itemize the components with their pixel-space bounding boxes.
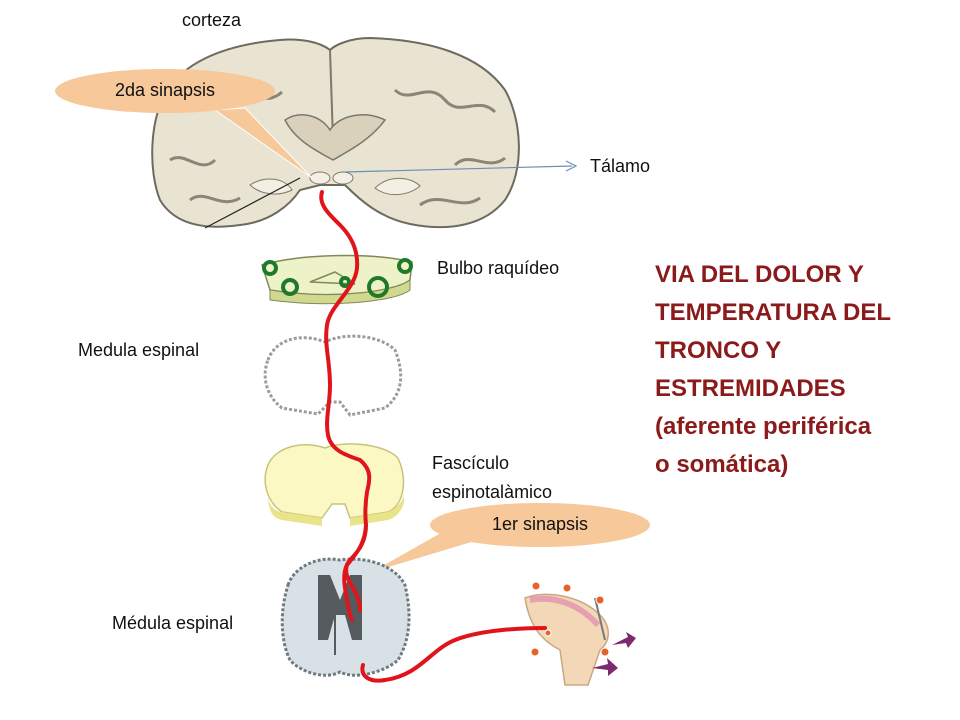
title-line: ESTREMIDADES	[655, 375, 846, 402]
callout-2da-sinapsis	[55, 69, 313, 179]
medula-lower-section	[280, 557, 411, 677]
arrow-icon	[612, 632, 636, 648]
nuclei	[262, 258, 413, 298]
knee-illustration	[524, 581, 636, 686]
fasciculo-section	[264, 443, 405, 526]
title-line: VIA DEL DOLOR Y	[655, 261, 864, 288]
receptor-markers	[530, 581, 610, 657]
slide-title: VIA DEL DOLOR Y TEMPERATURA DEL TRONCO Y…	[655, 256, 945, 484]
callout-2da-sinapsis-text: 2da sinapsis	[114, 80, 216, 100]
pain-pathway	[319, 190, 547, 683]
label-bulbo: Bulbo raquídeo	[437, 258, 560, 278]
label-fasciculo-line2: espinotalàmico	[432, 482, 553, 502]
label-talamo: Tálamo	[590, 156, 651, 176]
title-line: o somática)	[655, 451, 789, 478]
callout-1er-sinapsis-text: 1er sinapsis	[491, 514, 589, 534]
talamo-pointer	[344, 160, 578, 173]
title-line: TRONCO Y	[655, 337, 782, 364]
medula-upper-section	[263, 334, 403, 417]
label-corteza: corteza	[182, 10, 242, 30]
callout-1er-sinapsis	[372, 503, 650, 572]
arrow-icon	[592, 658, 618, 676]
label-medula-espinal-lower: Médula espinal	[112, 613, 234, 633]
title-line: (aferente periférica	[655, 413, 872, 440]
brain-section	[151, 36, 520, 229]
label-medula-espinal-upper: Medula espinal	[78, 340, 200, 360]
label-fasciculo-line1: Fascículo	[432, 453, 510, 473]
bulbo-section	[261, 254, 413, 305]
title-line: TEMPERATURA DEL	[655, 299, 891, 326]
